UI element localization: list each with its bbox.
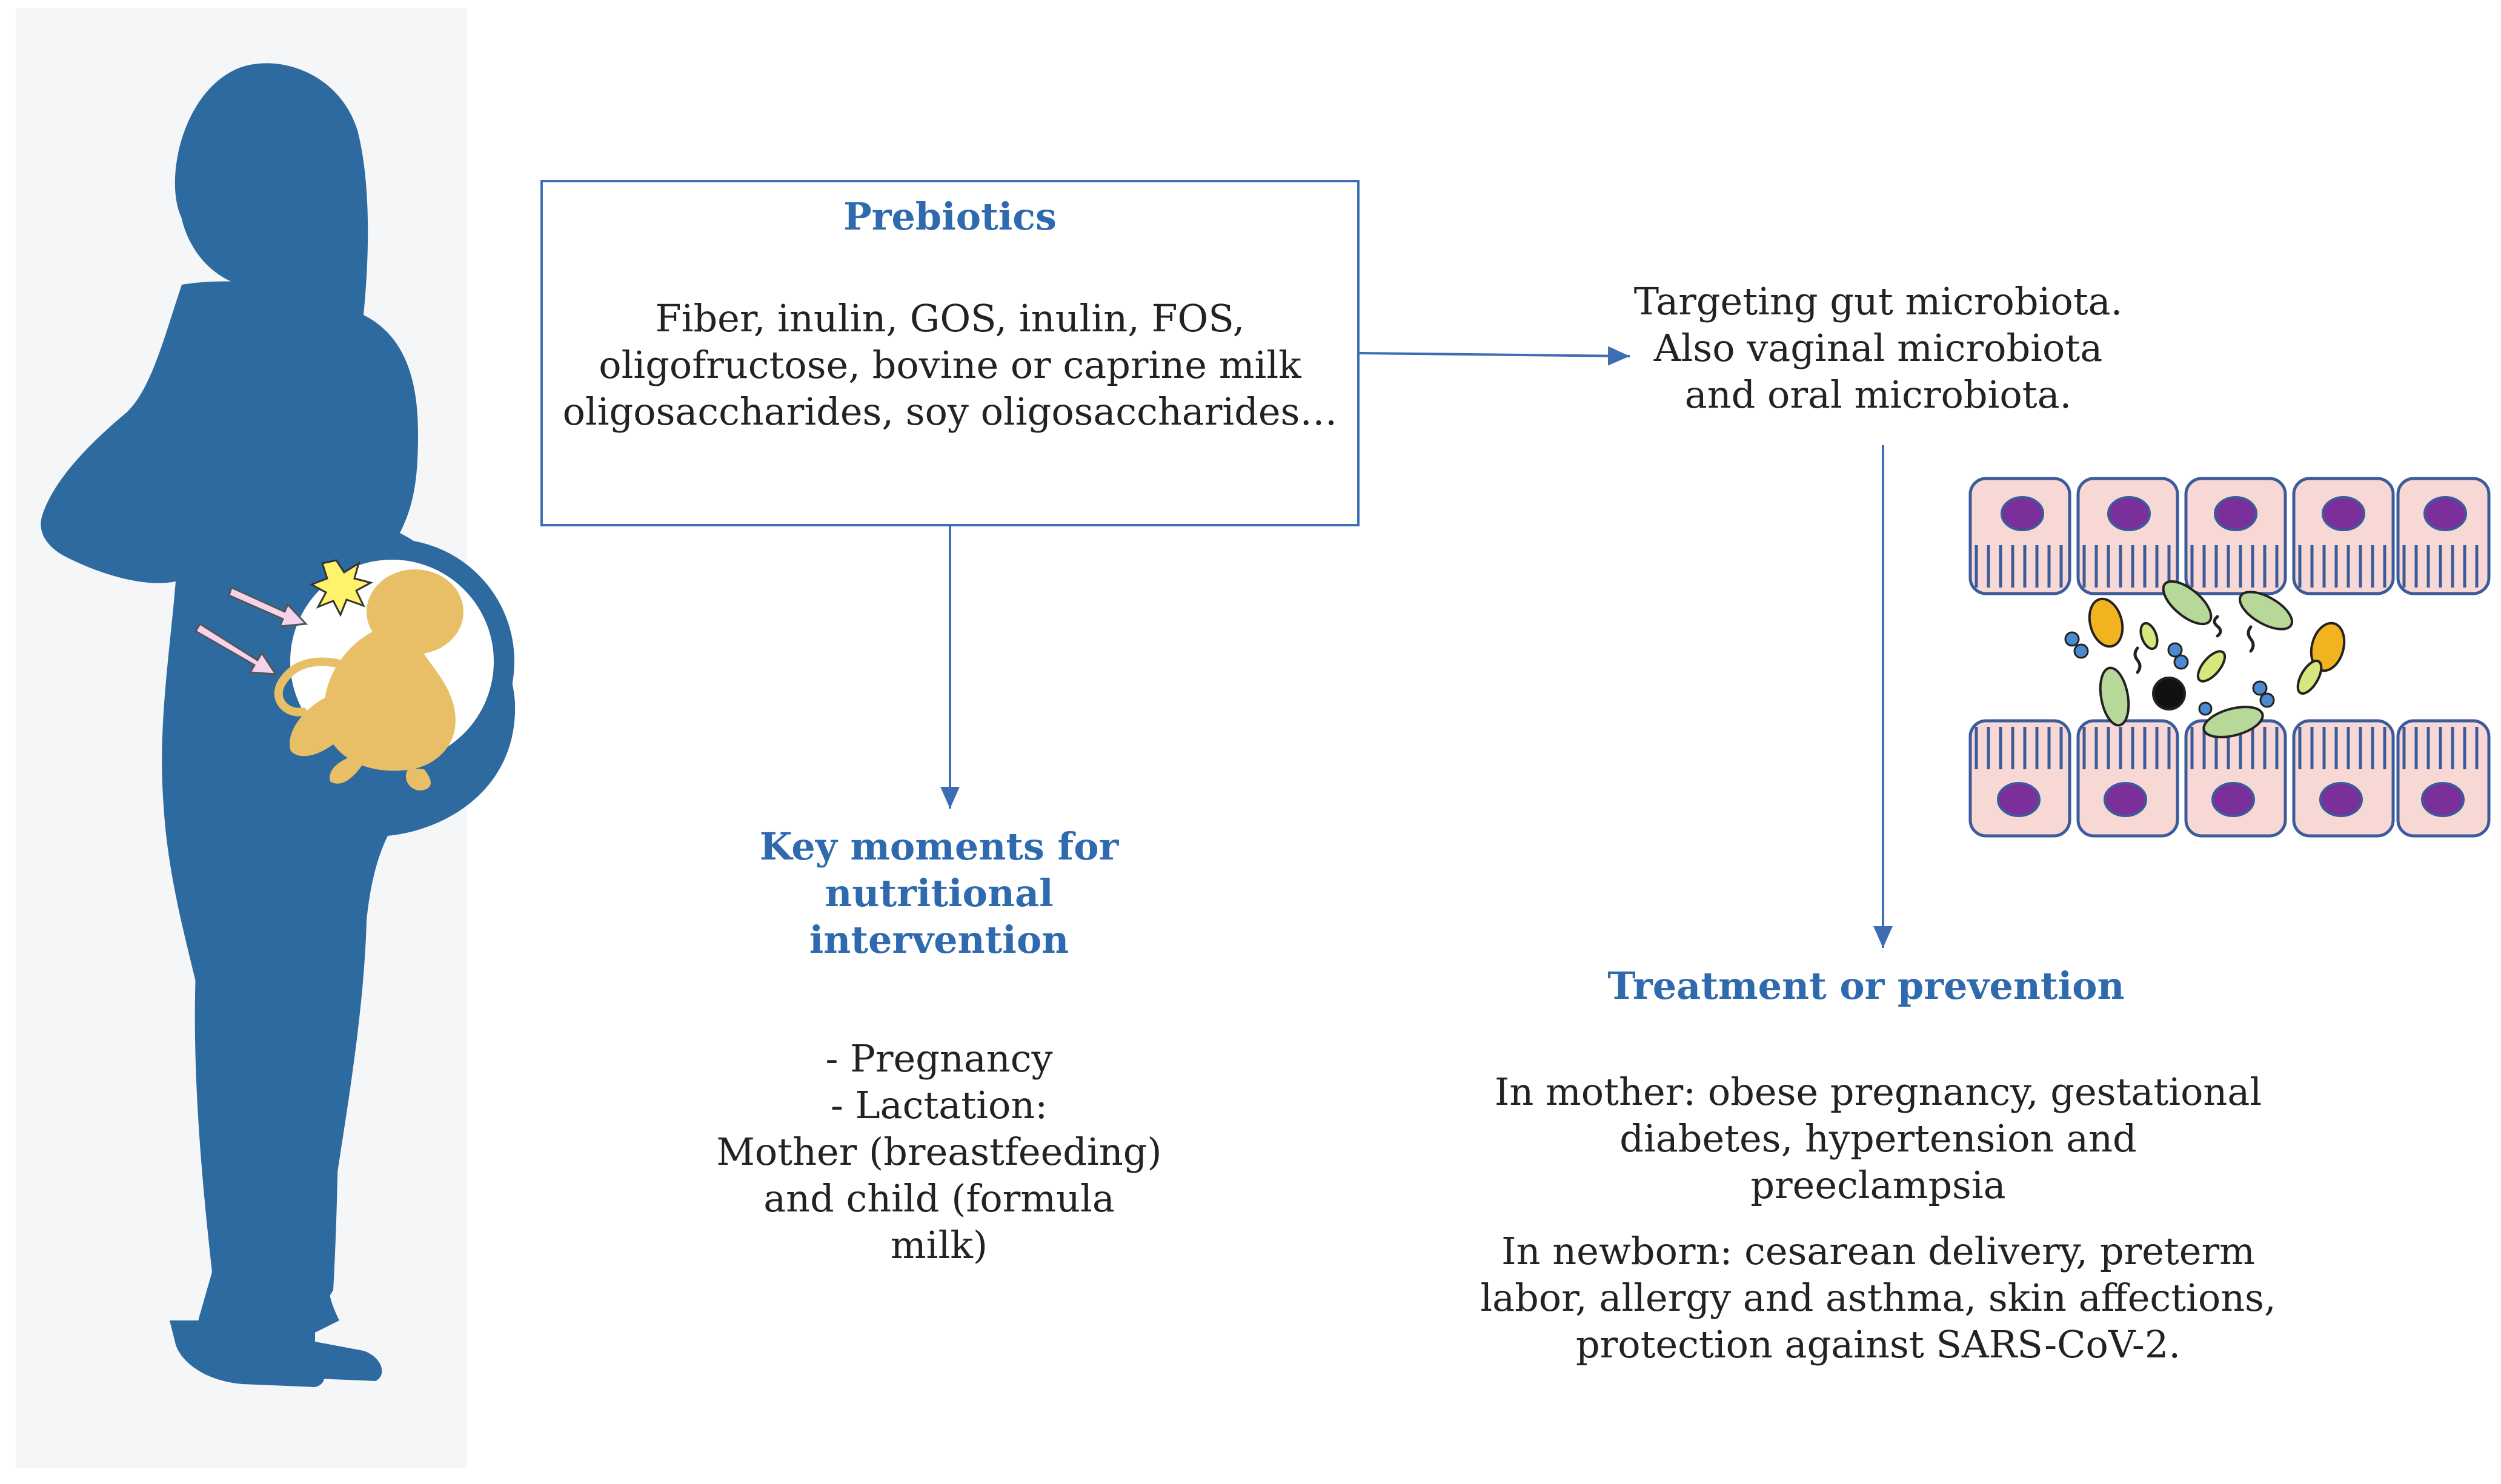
key-moments-line: - Lactation:: [830, 1082, 1048, 1127]
treatment-mother-line: diabetes, hypertension and preeclampsia: [1619, 1116, 2137, 1207]
treatment-newborn-line: protection against SARS-CoV-2.: [1575, 1322, 2181, 1366]
treatment-newborn: In newborn: cesarean delivery, preterm l…: [1478, 1228, 2278, 1368]
treatment-mother-line: In mother: obese pregnancy, gestational: [1494, 1070, 2262, 1114]
targeting-line: Also vaginal microbiota: [1653, 325, 2103, 370]
treatment-newborn-line: labor, allergy and asthma, skin affectio…: [1480, 1275, 2276, 1320]
prebiotics-line: Fiber, inulin, GOS, inulin, FOS,: [655, 296, 1245, 340]
key-moments-list: - Pregnancy - Lactation: Mother (breastf…: [697, 1036, 1181, 1268]
key-moments-title-line: Key moments for: [759, 824, 1119, 869]
prebiotics-list: Fiber, inulin, GOS, inulin, FOS, oligofr…: [540, 296, 1360, 436]
gut-epithelium-microbiota-icon: [1968, 477, 2491, 838]
treatment-title: Treatment or prevention: [1607, 964, 2125, 1008]
targeting-line: Targeting gut microbiota.: [1633, 279, 2123, 323]
targeting-microbiota-text: Targeting gut microbiota. Also vaginal m…: [1599, 279, 2157, 419]
prebiotics-title: Prebiotics: [843, 194, 1057, 239]
prebiotics-box: [540, 180, 1360, 526]
key-moments-title-line: intervention: [809, 917, 1069, 962]
prebiotics-line: oligofructose, bovine or caprine milk: [599, 342, 1301, 387]
treatment-mother: In mother: obese pregnancy, gestational …: [1490, 1069, 2266, 1209]
prebiotics-line: oligosaccharides, soy oligosaccharides…: [562, 389, 1338, 434]
fetus-icon: [194, 539, 514, 790]
key-moments-line: - Pregnancy: [825, 1036, 1053, 1081]
treatment-newborn-line: In newborn: cesarean delivery, preterm: [1501, 1229, 2255, 1273]
key-moments-line: and child (formula: [763, 1176, 1115, 1221]
targeting-line: and oral microbiota.: [1684, 372, 2072, 417]
key-moments-title: Key moments for nutritional intervention: [697, 824, 1181, 964]
arrow-prebiotics-to-targeting: [1359, 346, 1630, 366]
key-moments-title-line: nutritional: [825, 870, 1054, 915]
key-moments-line: Mother (breastfeeding): [716, 1129, 1162, 1174]
key-moments-line: milk): [890, 1222, 988, 1267]
